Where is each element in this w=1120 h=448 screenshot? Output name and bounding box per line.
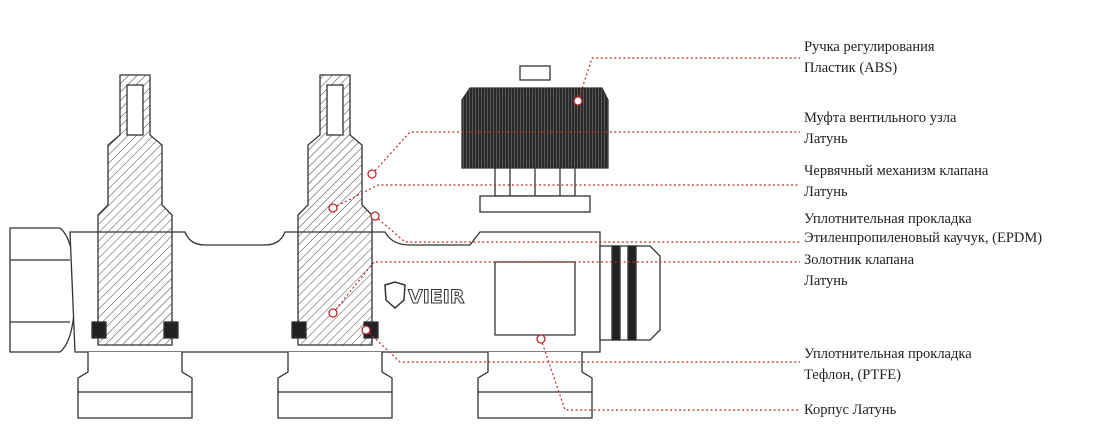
callout-material: Тефлон, (PTFE)	[804, 367, 901, 383]
callout-title: Золотник клапана	[804, 252, 915, 268]
callout-seal-epdm: Уплотнительная прокладка Этиленпропилено…	[804, 210, 1042, 248]
callout-title: Муфта вентильного узла	[804, 110, 957, 126]
callout-material: Латунь	[804, 184, 848, 200]
callout-handle: Ручка регулирования Пластик (ABS)	[804, 37, 935, 79]
callout-worm: Червячный механизм клапана Латунь	[804, 161, 988, 203]
callout-material: Пластик (ABS)	[804, 60, 898, 76]
leader-line-handle	[577, 57, 800, 102]
callout-dot-worm	[328, 203, 338, 213]
valve-cartridge-1	[91, 74, 179, 346]
leader-line-coupling	[371, 131, 800, 175]
callout-dot-handle	[573, 96, 583, 106]
callout-seal-ptfe: Уплотнительная прокладка Тефлон, (PTFE)	[804, 344, 972, 386]
handwheel-valve	[461, 65, 661, 341]
callout-dot-body	[536, 334, 546, 344]
callout-title: Уплотнительная прокладка	[804, 211, 972, 227]
leader-line-worm	[332, 184, 800, 209]
callout-dot-seal-ptfe	[361, 325, 371, 335]
callout-coupling: Муфта вентильного узла Латунь	[804, 108, 956, 150]
leader-line-seal-ptfe	[365, 329, 800, 363]
callout-body: Корпус Латунь	[804, 400, 896, 421]
callout-title: Ручка регулирования	[804, 39, 935, 55]
callout-material: Этиленпропиленовый каучук, (EPDM)	[804, 230, 1043, 246]
callout-material: Латунь	[804, 273, 848, 289]
callout-title: Червячный механизм клапана	[804, 163, 989, 179]
vieir-logo: VIEIR	[384, 281, 465, 310]
callout-dot-seal-epdm	[370, 211, 380, 221]
callout-title: Уплотнительная прокладка	[804, 346, 972, 362]
callout-dot-coupling	[367, 169, 377, 179]
leader-line-seal-epdm	[374, 215, 800, 243]
logo-text: VIEIR	[408, 286, 465, 308]
callout-dot-spool	[328, 308, 338, 318]
left-union-nut	[9, 227, 76, 353]
callout-material: Латунь	[804, 131, 848, 147]
callout-spool: Золотник клапана Латунь	[804, 250, 914, 292]
bottom-outlets	[77, 352, 593, 419]
callout-title: Корпус Латунь	[804, 402, 897, 418]
